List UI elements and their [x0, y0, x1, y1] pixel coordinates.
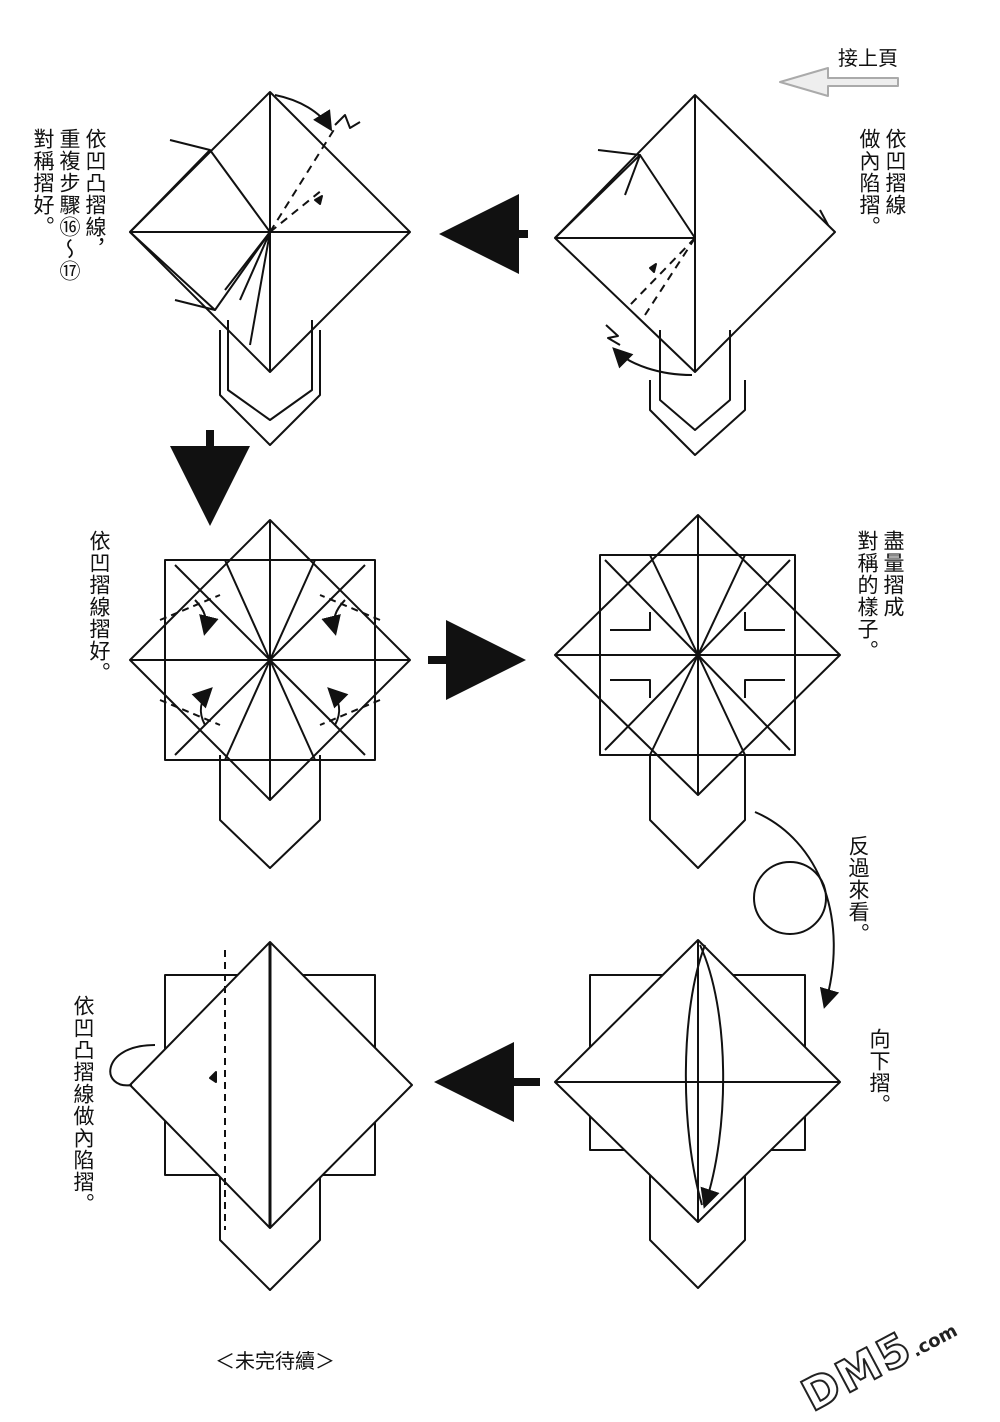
to-be-continued-label: ＜未完待續＞	[215, 1349, 335, 1373]
flip-over-icon	[753, 811, 840, 1009]
step-21-diagram	[554, 939, 841, 1289]
step-21-instruction: 向下摺。	[867, 1028, 891, 1116]
step-20-diagram	[554, 514, 841, 869]
step-22-instruction: 依凹凸摺線做內陷摺。	[71, 995, 95, 1215]
step-20-instruction: 盡量摺成 對稱的樣子。	[855, 530, 905, 662]
flip-over-instruction: 反過來看。	[846, 835, 870, 945]
continued-from-previous-arrow-icon	[779, 67, 899, 97]
step-17-diagram	[554, 94, 836, 456]
step-22-diagram	[109, 941, 413, 1291]
step-19-diagram	[129, 519, 411, 869]
step-18-diagram	[129, 91, 411, 446]
step-17-instruction: 依凹摺線 做內陷摺。	[857, 128, 907, 238]
step-18-instruction: 依凹凸摺線， 重複步驟⑯～⑰ 對稱摺好。	[31, 128, 107, 282]
step-19-instruction: 依凹摺線摺好。	[87, 530, 111, 684]
continued-from-previous-label: 接上頁	[838, 46, 898, 70]
